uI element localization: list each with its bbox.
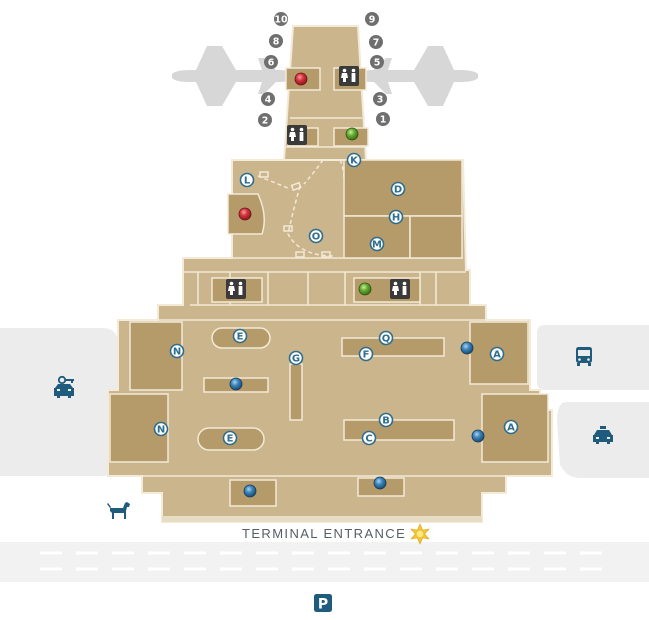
gate-6-badge[interactable]: 6 [264,55,278,69]
area-label-h[interactable]: H [388,209,404,225]
svg-text:L: L [244,176,251,187]
svg-text:7: 7 [373,37,380,48]
svg-text:E: E [227,434,234,445]
svg-text:N: N [173,347,181,358]
svg-text:A: A [507,423,515,434]
svg-text:K: K [350,156,359,167]
svg-text:N: N [157,425,165,436]
restroom-icon [226,279,246,299]
gate-9-badge[interactable]: 9 [365,12,379,26]
dog-icon [107,502,130,519]
svg-text:2: 2 [262,115,269,126]
svg-text:Q: Q [382,334,391,345]
svg-text:M: M [372,240,382,251]
area-labels: K L D H O M E Q N F G A B N A C E [153,152,519,446]
gate-3-badge[interactable]: 3 [373,92,387,106]
area-label-e[interactable]: E [232,328,248,344]
taxi-icon [593,426,613,444]
svg-text:D: D [394,185,402,196]
svg-text:G: G [292,354,300,365]
svg-text:6: 6 [268,57,275,68]
area-label-n[interactable]: N [153,421,169,437]
svg-text:B: B [382,416,390,427]
svg-text:A: A [493,350,501,361]
bus-icon [576,347,592,366]
shop-marker-icon [358,282,372,296]
area-label-d[interactable]: D [390,181,406,197]
area-label-n[interactable]: N [169,343,185,359]
info-marker-icon [471,429,485,443]
area-label-o[interactable]: O [308,228,324,244]
restroom-icon [390,279,410,299]
gate-4-badge[interactable]: 4 [261,92,275,106]
svg-text:8: 8 [273,36,280,47]
rental-car-area [0,328,118,476]
gate-1-badge[interactable]: 1 [376,112,390,126]
parking-label: P [318,597,328,613]
restaurant-marker-icon [294,72,308,86]
airplane-icon-left [172,46,292,106]
svg-text:E: E [237,332,244,343]
svg-text:O: O [312,232,321,243]
gate-7-badge[interactable]: 7 [369,35,383,49]
info-marker-icon [460,341,474,355]
gate-10-badge[interactable]: 10 [274,12,288,26]
svg-text:9: 9 [369,14,376,25]
area-label-f[interactable]: F [358,346,374,362]
gate-badges: 1 2 3 4 5 6 7 8 9 10 [258,12,390,127]
restroom-icon [339,66,359,86]
svg-text:C: C [365,434,372,445]
area-label-m[interactable]: M [369,236,385,252]
restroom-icon [287,125,307,145]
partition-lines [108,117,506,477]
info-markers [229,341,485,498]
svg-text:10: 10 [274,14,288,25]
info-marker-icon [373,476,387,490]
restaurant-marker-icon [238,207,252,221]
area-label-b[interactable]: B [378,412,394,428]
svg-text:3: 3 [377,94,384,105]
parking-icon: P [314,594,332,613]
info-marker-icon [229,377,243,391]
security-path [257,159,345,257]
svg-text:1: 1 [380,114,387,125]
restaurant-markers [238,72,308,221]
gate-5-badge[interactable]: 5 [370,55,384,69]
shop-marker-icon [345,127,359,141]
svg-text:H: H [392,213,400,224]
svg-text:4: 4 [265,94,272,105]
terminal-entrance-label: TERMINAL ENTRANCE [242,526,406,541]
rental-car-key-icon [54,375,74,398]
security-checkpoints [259,171,331,258]
area-label-a[interactable]: A [489,346,505,362]
area-label-a[interactable]: A [503,419,519,435]
bus-area [537,325,649,390]
area-label-q[interactable]: Q [378,330,394,346]
area-label-c[interactable]: C [361,430,377,446]
gate-2-badge[interactable]: 2 [258,113,272,127]
roadway [0,542,649,582]
area-label-e[interactable]: E [222,430,238,446]
info-marker-icon [243,484,257,498]
shop-markers [345,127,372,296]
starburst-icon [410,523,430,545]
area-label-g[interactable]: G [288,350,304,366]
lane-markings [40,551,610,571]
area-label-k[interactable]: K [346,152,362,168]
terminal-entrance-threshold [162,516,482,522]
gate-8-badge[interactable]: 8 [269,34,283,48]
svg-text:5: 5 [374,57,381,68]
svg-text:F: F [363,350,370,361]
area-label-l[interactable]: L [239,172,255,188]
